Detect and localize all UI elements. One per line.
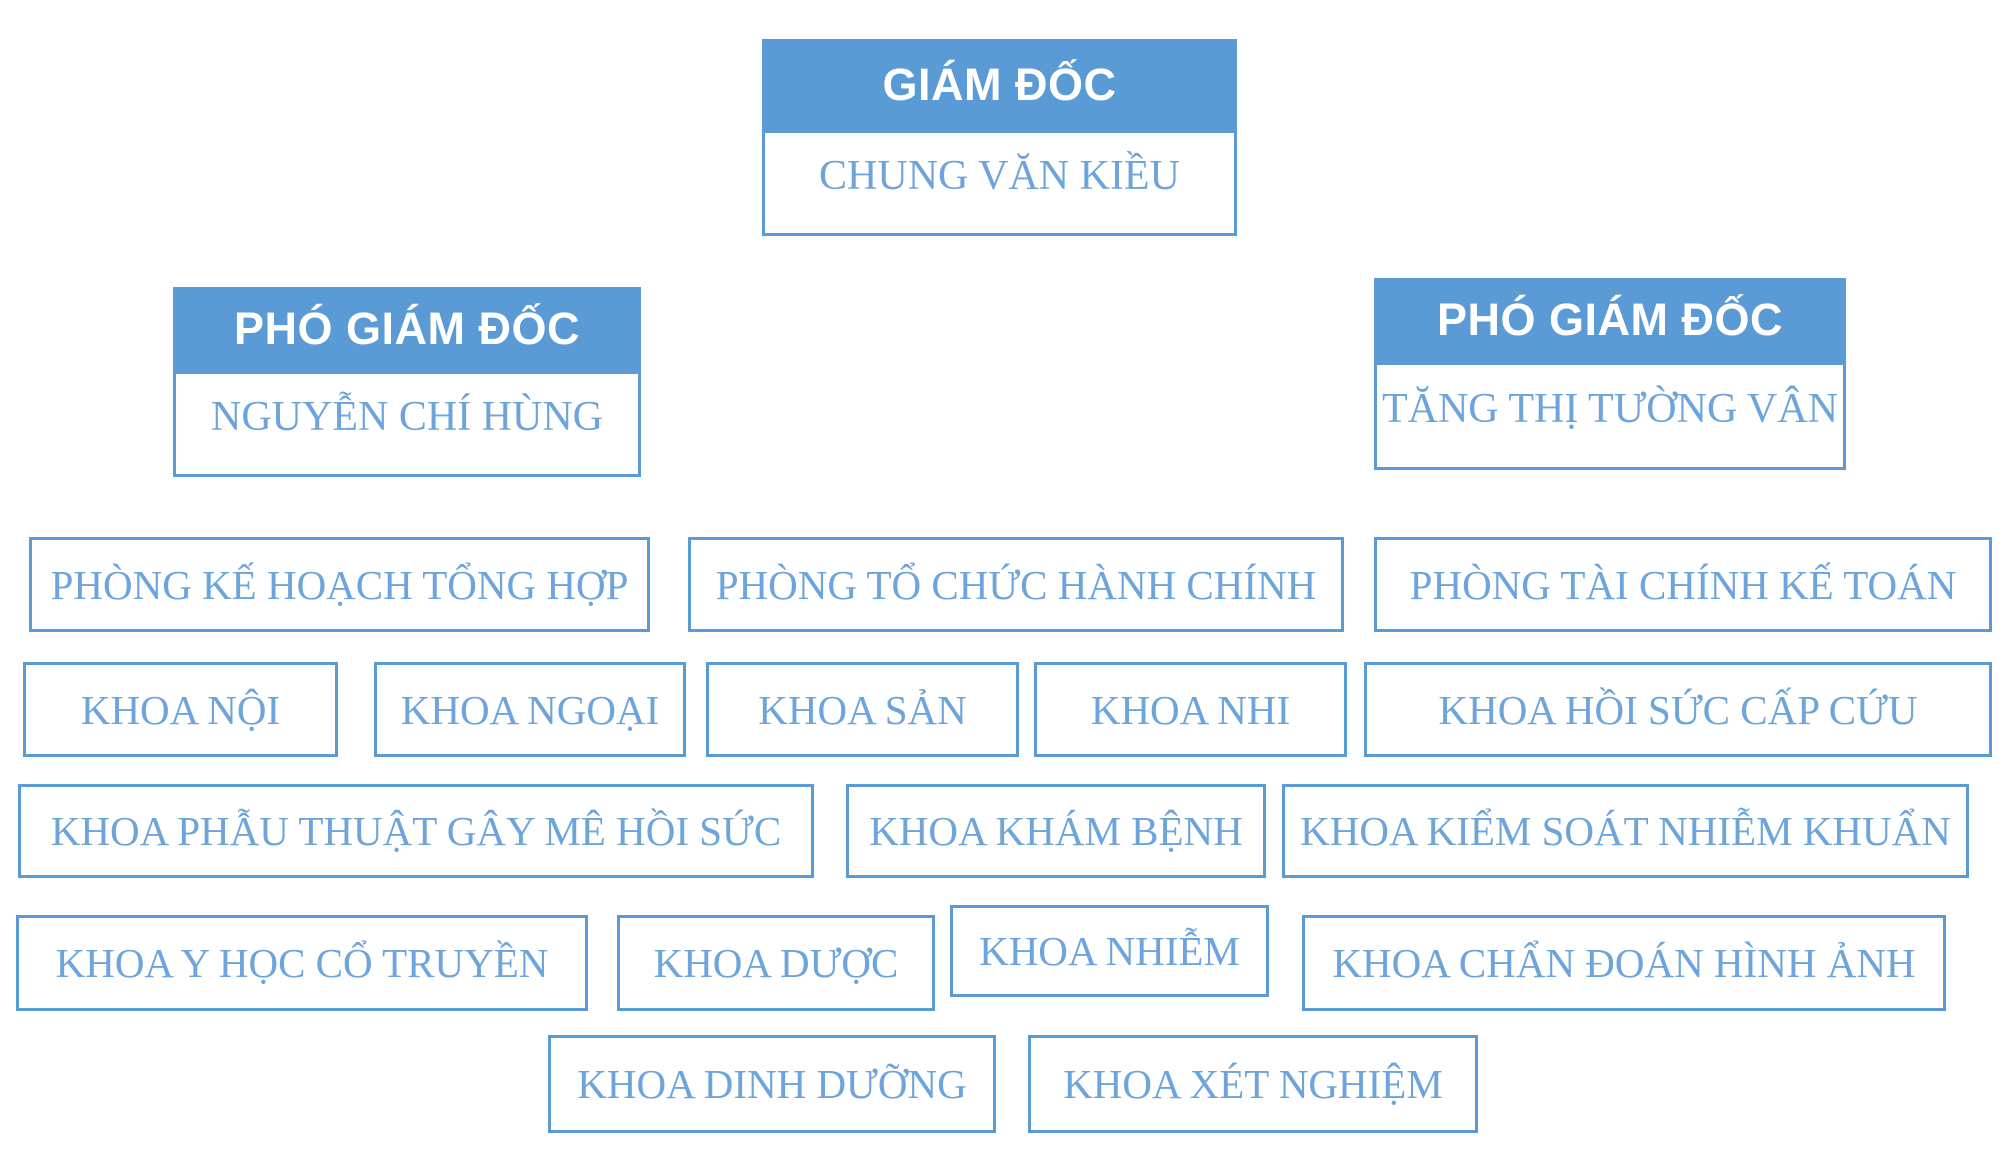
dept-box-khoa-ngoai: KHOA NGOẠI xyxy=(374,662,686,757)
dept-box-khoa-chan-doan-hinh-anh: KHOA CHẨN ĐOÁN HÌNH ẢNH xyxy=(1302,915,1946,1011)
deputy-right-title-box: PHÓ GIÁM ĐỐC xyxy=(1374,278,1846,362)
deputy-right-name-box: TĂNG THỊ TƯỜNG VÂN xyxy=(1374,362,1846,470)
dept-box-khoa-kham-benh: KHOA KHÁM BỆNH xyxy=(846,784,1266,878)
director-name-box: CHUNG VĂN KIỀU xyxy=(762,130,1237,236)
dept-box-khoa-phau-thuat-gay-me-hoi-suc: KHOA PHẪU THUẬT GÂY MÊ HỒI SỨC xyxy=(18,784,814,878)
dept-box-phong-ke-hoach-tong-hop: PHÒNG KẾ HOẠCH TỔNG HỢP xyxy=(29,537,650,632)
director-title-box: GIÁM ĐỐC xyxy=(762,39,1237,130)
dept-box-khoa-nhiem: KHOA NHIỄM xyxy=(950,905,1269,997)
dept-box-khoa-duoc: KHOA DƯỢC xyxy=(617,915,935,1011)
deputy-left-name-box: NGUYỄN CHÍ HÙNG xyxy=(173,371,641,477)
dept-box-khoa-y-hoc-co-truyen: KHOA Y HỌC CỔ TRUYỀN xyxy=(16,915,588,1011)
dept-box-khoa-xet-nghiem: KHOA XÉT NGHIỆM xyxy=(1028,1035,1478,1133)
dept-box-phong-to-chuc-hanh-chinh: PHÒNG TỔ CHỨC HÀNH CHÍNH xyxy=(688,537,1344,632)
dept-box-khoa-noi: KHOA NỘI xyxy=(23,662,338,757)
dept-box-phong-tai-chinh-ke-toan: PHÒNG TÀI CHÍNH KẾ TOÁN xyxy=(1374,537,1992,632)
dept-box-khoa-kiem-soat-nhiem-khuan: KHOA KIỂM SOÁT NHIỄM KHUẨN xyxy=(1282,784,1969,878)
dept-box-khoa-hoi-suc-cap-cuu: KHOA HỒI SỨC CẤP CỨU xyxy=(1364,662,1992,757)
dept-box-khoa-dinh-duong: KHOA DINH DƯỠNG xyxy=(548,1035,996,1133)
dept-box-khoa-san: KHOA SẢN xyxy=(706,662,1019,757)
deputy-left-title-box: PHÓ GIÁM ĐỐC xyxy=(173,287,641,371)
dept-box-khoa-nhi: KHOA NHI xyxy=(1034,662,1347,757)
